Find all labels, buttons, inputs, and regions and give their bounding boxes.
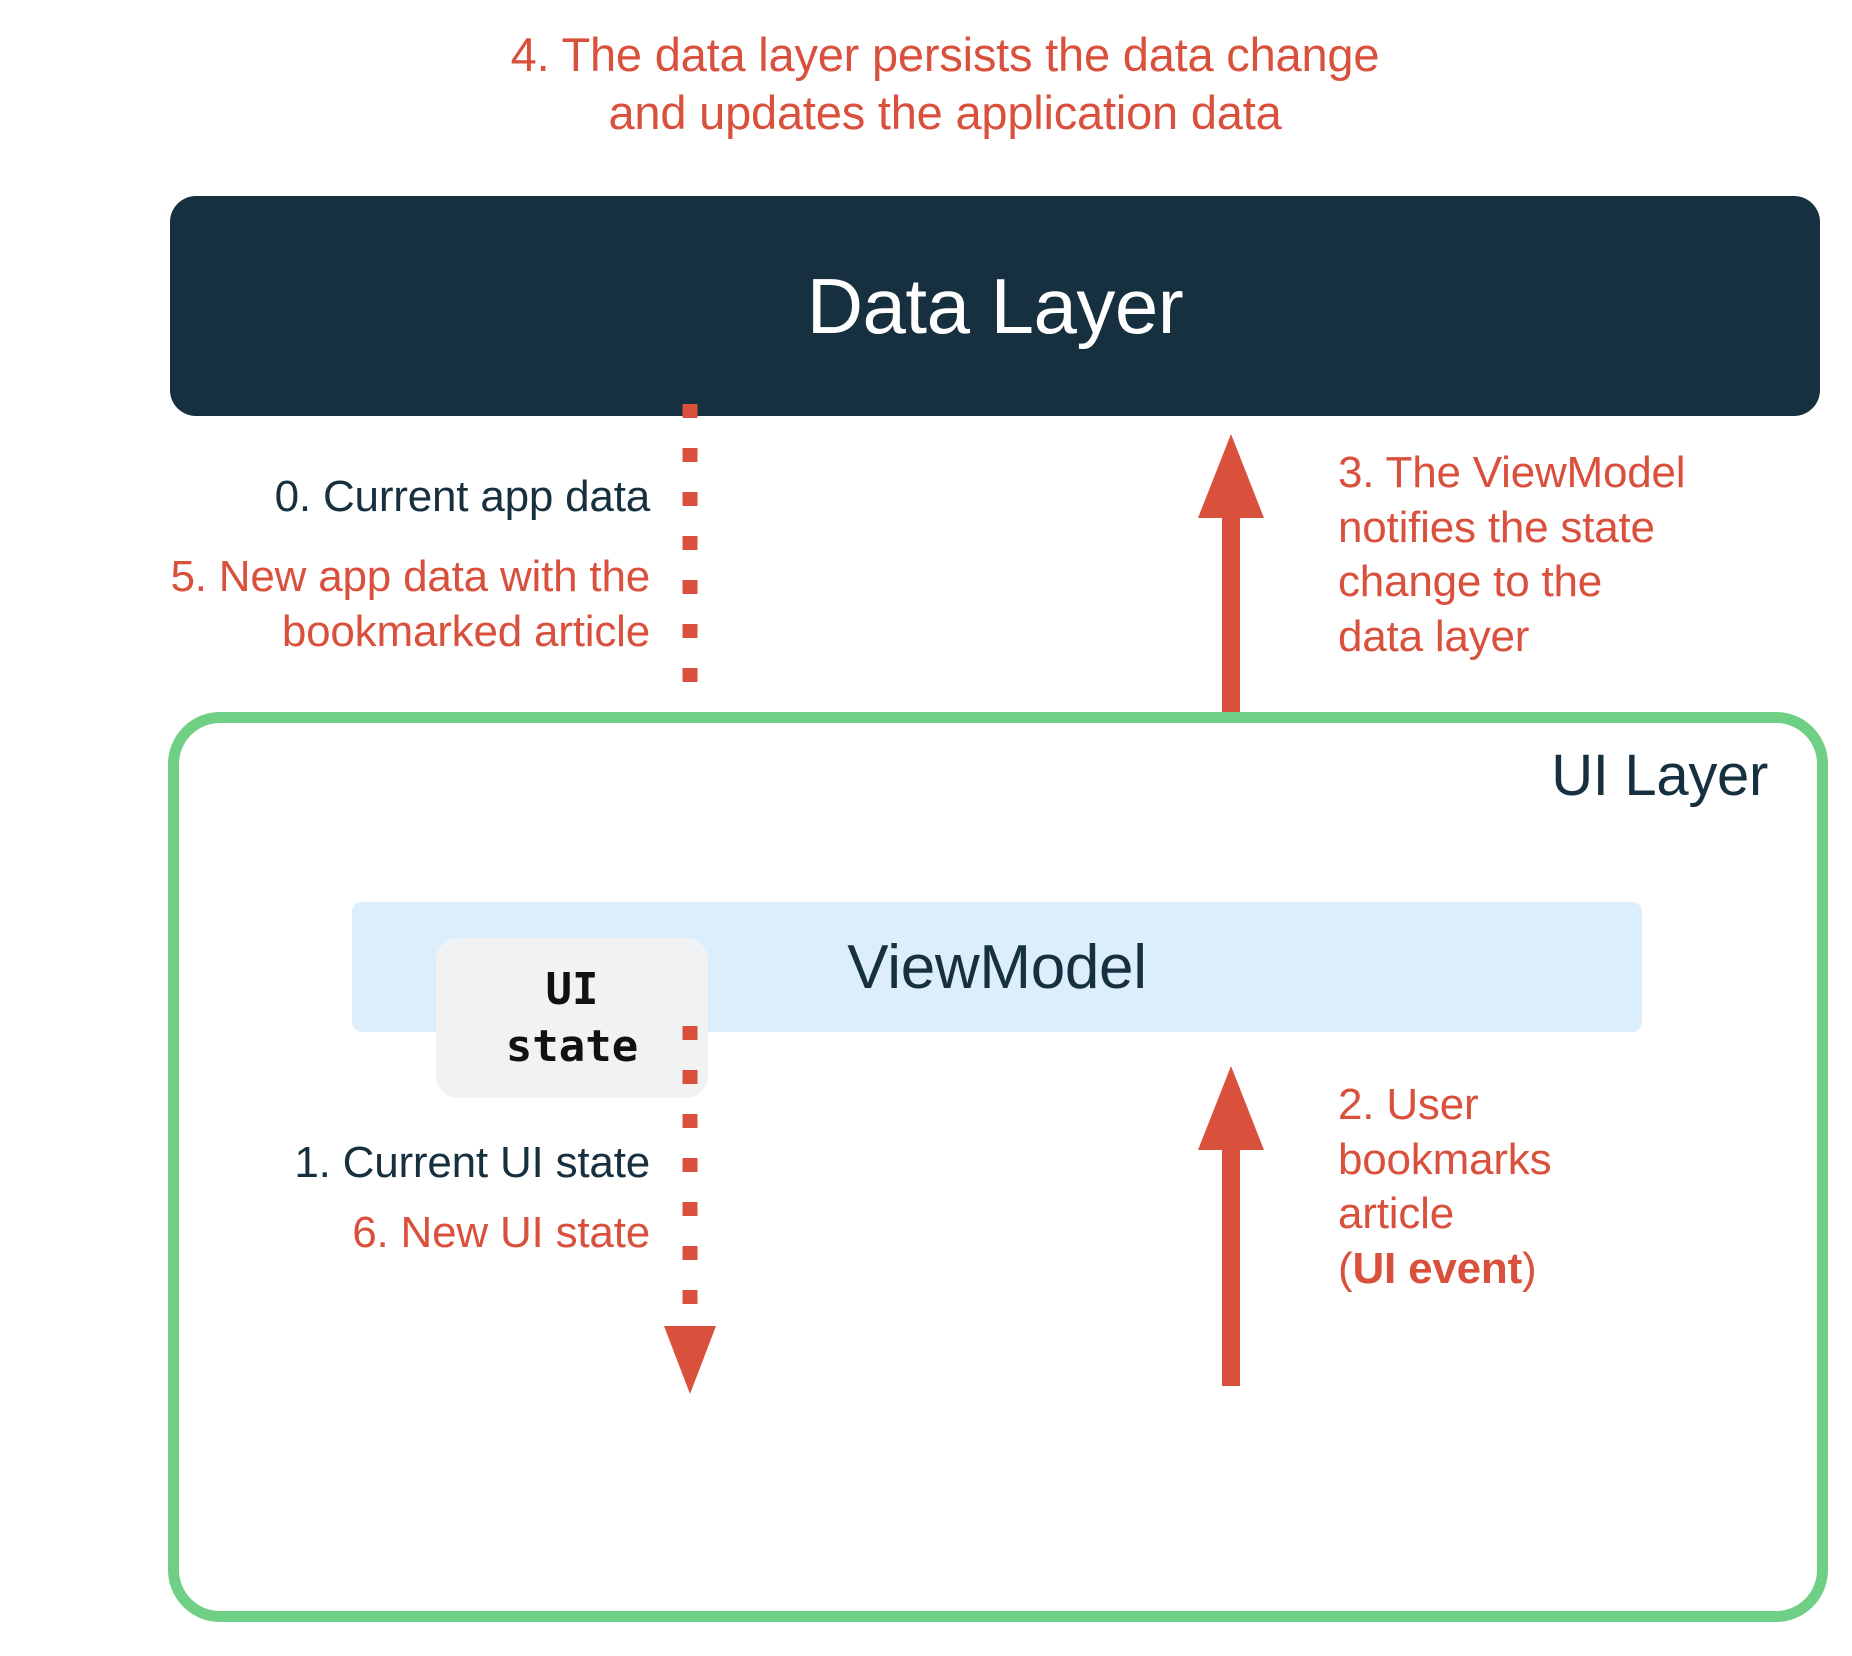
arrow-viewmodel-to-ui-elements xyxy=(664,1026,716,1394)
note-step-1: 1. Current UI state xyxy=(140,1136,650,1191)
note-step-2-ui-event: UI event xyxy=(1352,1243,1523,1293)
note-step-0-text: 0. Current app data xyxy=(274,472,651,521)
data-layer-box: Data Layer xyxy=(170,196,1820,416)
ui-state-chip-line-1: UI xyxy=(545,963,599,1015)
viewmodel-label: ViewModel xyxy=(847,932,1147,1002)
note-step-2-line-3: article xyxy=(1338,1189,1454,1239)
note-step-3-line-3: change to the xyxy=(1338,557,1603,607)
note-step-3-line-2: notifies the state xyxy=(1338,502,1655,552)
note-step-3-line-1: 3. The ViewModel xyxy=(1338,448,1686,497)
note-step-2-line-1: 2. User xyxy=(1338,1080,1479,1129)
note-step-6-text: 6. New UI state xyxy=(352,1208,650,1257)
note-step-5-line-1: 5. New app data with the xyxy=(170,552,650,601)
caption-step-4: 4. The data layer persists the data chan… xyxy=(430,26,1460,143)
caption-step-4-line-1: 4. The data layer persists the data chan… xyxy=(510,28,1380,81)
arrow-ui-elements-to-viewmodel xyxy=(1198,1066,1264,1386)
note-step-0: 0. Current app data xyxy=(30,470,651,525)
note-step-2-paren-open: ( xyxy=(1338,1243,1353,1293)
note-step-5: 5. New app data with the bookmarked arti… xyxy=(10,550,650,659)
note-step-6: 6. New UI state xyxy=(140,1206,650,1261)
caption-step-4-line-2: and updates the application data xyxy=(608,86,1282,140)
note-step-2-line-4: (UI event) xyxy=(1338,1242,1758,1297)
note-step-3: 3. The ViewModel notifies the state chan… xyxy=(1338,446,1778,664)
note-step-2-paren-close: ) xyxy=(1522,1243,1537,1293)
ui-layer-container xyxy=(168,712,1828,1622)
ui-state-chip: UI state xyxy=(436,938,708,1098)
note-step-3-line-4: data layer xyxy=(1338,611,1530,661)
ui-state-chip-line-2: state xyxy=(505,1021,639,1072)
note-step-2: 2. User bookmarks article (UI event) xyxy=(1338,1078,1758,1296)
ui-layer-label: UI Layer xyxy=(1551,743,1768,808)
data-layer-label: Data Layer xyxy=(806,261,1184,350)
note-step-2-line-2: bookmarks xyxy=(1338,1134,1552,1184)
note-step-1-text: 1. Current UI state xyxy=(294,1138,650,1187)
note-step-5-line-2: bookmarked article xyxy=(281,606,650,656)
